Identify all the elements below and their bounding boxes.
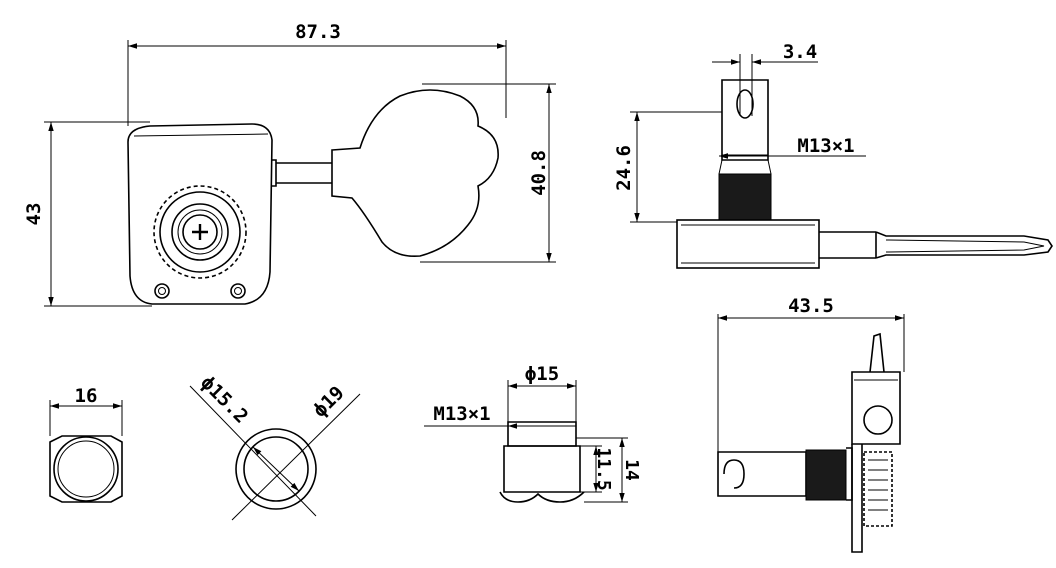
thread-bottom	[805, 449, 847, 501]
gear	[153, 185, 247, 279]
dim-front-height-label: 43	[23, 203, 45, 226]
dim-bushing-diameter-label: ϕ15	[525, 363, 559, 385]
dim-thread-side-label: M13×1	[797, 135, 854, 157]
dim-post-height: 24.6	[613, 111, 722, 223]
thread	[718, 173, 772, 221]
dim-front-height: 43	[23, 121, 152, 307]
dim-button-height-label: 40.8	[528, 150, 550, 196]
side-view	[676, 79, 1053, 269]
dim-bushing-height-label: 14	[621, 459, 642, 481]
dim-thread-bushing-label: M13×1	[433, 403, 490, 425]
dim-bushing-inner-height-label: 11.5	[593, 447, 614, 490]
dim-washer-outer-label: ϕ19	[309, 382, 349, 422]
dim-front-width: 87.3	[127, 21, 507, 126]
dim-post-diameter-label: 3.4	[783, 41, 817, 63]
washer-view: ϕ15.2 ϕ19	[189, 372, 361, 521]
dim-washer-inner-label: ϕ15.2	[196, 372, 252, 428]
bushing-view: ϕ15 M13×1 11.5 14	[424, 363, 642, 503]
dim-thread-side: M13×1	[719, 135, 866, 159]
hex-nut-view: 16	[49, 385, 123, 503]
side-view-bottom: 43.5	[717, 295, 905, 553]
dim-nut-hex-label: 16	[75, 385, 98, 407]
dim-side-width-label: 43.5	[788, 295, 834, 317]
dim-post-height-label: 24.6	[613, 145, 635, 191]
dim-front-width-label: 87.3	[295, 21, 341, 43]
dim-post-diameter: 3.4	[712, 41, 818, 116]
tuner-button	[331, 89, 499, 258]
side-gear	[863, 451, 893, 527]
front-view	[127, 89, 499, 305]
dim-button-height: 40.8	[420, 83, 556, 263]
